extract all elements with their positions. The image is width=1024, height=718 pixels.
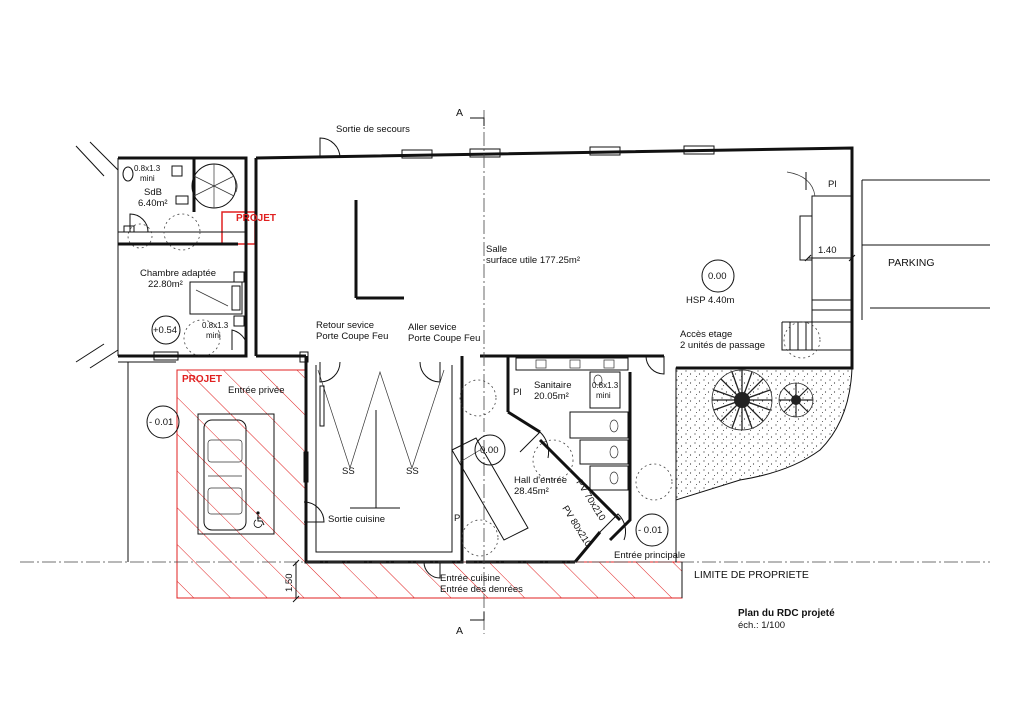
- label-salle-area: surface utile 177.25m²: [486, 255, 580, 266]
- label-chambre-size-min: mini: [206, 331, 221, 340]
- windows: [153, 145, 715, 363]
- label-projet-left: PROJET: [182, 374, 222, 385]
- label-san-size: 0.8x1.3: [592, 381, 619, 390]
- label-sortie-secours: Sortie de secours: [336, 124, 410, 135]
- label-sortie-cuisine: Sortie cuisine: [328, 514, 385, 525]
- label-sdb-size: 0.8x1.3: [134, 164, 161, 173]
- car: [197, 413, 275, 535]
- label-sanitaire-name: Sanitaire: [534, 380, 572, 391]
- label-sdb-area: 6.40m²: [138, 198, 168, 209]
- label-section-top: A: [456, 107, 463, 119]
- label-chambre-size: 0.8x1.3: [202, 321, 229, 330]
- label-dim-150: 1.50: [284, 574, 295, 593]
- tree-2: [778, 382, 814, 418]
- project-zone-hatched: [176, 211, 683, 599]
- label-pl-hall: Pl: [513, 387, 521, 398]
- spiral-stair: [191, 163, 238, 209]
- kitchen-fixtures: [303, 369, 445, 509]
- bath-fixtures: [122, 165, 189, 233]
- label-entree-cuisine: Entrée cuisine: [440, 573, 500, 584]
- label-hall-name: Hall d'entrée: [514, 475, 567, 486]
- label-pv-2: PV 80x210: [559, 504, 593, 549]
- doors: [129, 137, 807, 579]
- label-dim-140: 1.40: [818, 245, 837, 256]
- label-sdb-name: SdB: [144, 187, 162, 198]
- label-entree-privee: Entrée privée: [228, 385, 285, 396]
- label-title: Plan du RDC projeté: [738, 608, 835, 619]
- label-retour-2: Porte Coupe Feu: [316, 331, 388, 342]
- label-pl-kitchen: Pl: [454, 513, 462, 524]
- label-level-salle: 0.00: [708, 271, 727, 282]
- label-level-ext-left: - 0.01: [149, 417, 173, 428]
- label-ss-2: SS: [406, 466, 419, 477]
- label-unites: 2 unités de passage: [680, 340, 765, 351]
- label-san-size-min: mini: [596, 391, 611, 400]
- level-markers: [146, 259, 735, 547]
- label-limite: LIMITE DE PROPRIETE: [694, 569, 809, 581]
- label-chambre-area: 22.80m²: [148, 279, 183, 290]
- turning-circles: [127, 213, 821, 557]
- ramp: [451, 437, 529, 541]
- label-projet-top: PROJET: [236, 213, 276, 224]
- label-sdb-size-min: mini: [140, 174, 155, 183]
- label-hsp: HSP 4.40m: [686, 295, 734, 306]
- label-level-hall: 0.00: [480, 445, 499, 456]
- garden-area: [675, 367, 853, 501]
- label-ss-1: SS: [342, 466, 355, 477]
- label-scale: éch.: 1/100: [738, 620, 785, 631]
- label-sanitaire-area: 20.05m²: [534, 391, 569, 402]
- label-pl-right: Pl: [828, 179, 836, 190]
- label-hall-area: 28.45m²: [514, 486, 549, 497]
- label-acces-etage: Accès etage: [680, 329, 732, 340]
- sanitary-fixtures: [515, 357, 629, 491]
- label-aller-1: Aller sevice: [408, 322, 457, 333]
- section-line: [470, 110, 485, 634]
- label-parking: PARKING: [888, 257, 934, 269]
- label-chambre-name: Chambre adaptée: [140, 268, 216, 279]
- label-section-bottom: A: [456, 625, 463, 637]
- label-retour-1: Retour sevice: [316, 320, 374, 331]
- label-level-chambre: +0.54: [153, 325, 177, 336]
- accessible-parking-icon: [253, 511, 265, 528]
- dimensions: [292, 254, 856, 603]
- site-lines: [20, 141, 990, 598]
- bed: [189, 271, 245, 327]
- label-entree-principale: Entrée principale: [614, 550, 685, 561]
- tree-1: [711, 369, 773, 431]
- label-level-ext-right: - 0.01: [638, 525, 662, 536]
- label-salle-name: Salle: [486, 244, 507, 255]
- label-aller-2: Porte Coupe Feu: [408, 333, 480, 344]
- label-entree-denrees: Entrée des denrées: [440, 584, 523, 595]
